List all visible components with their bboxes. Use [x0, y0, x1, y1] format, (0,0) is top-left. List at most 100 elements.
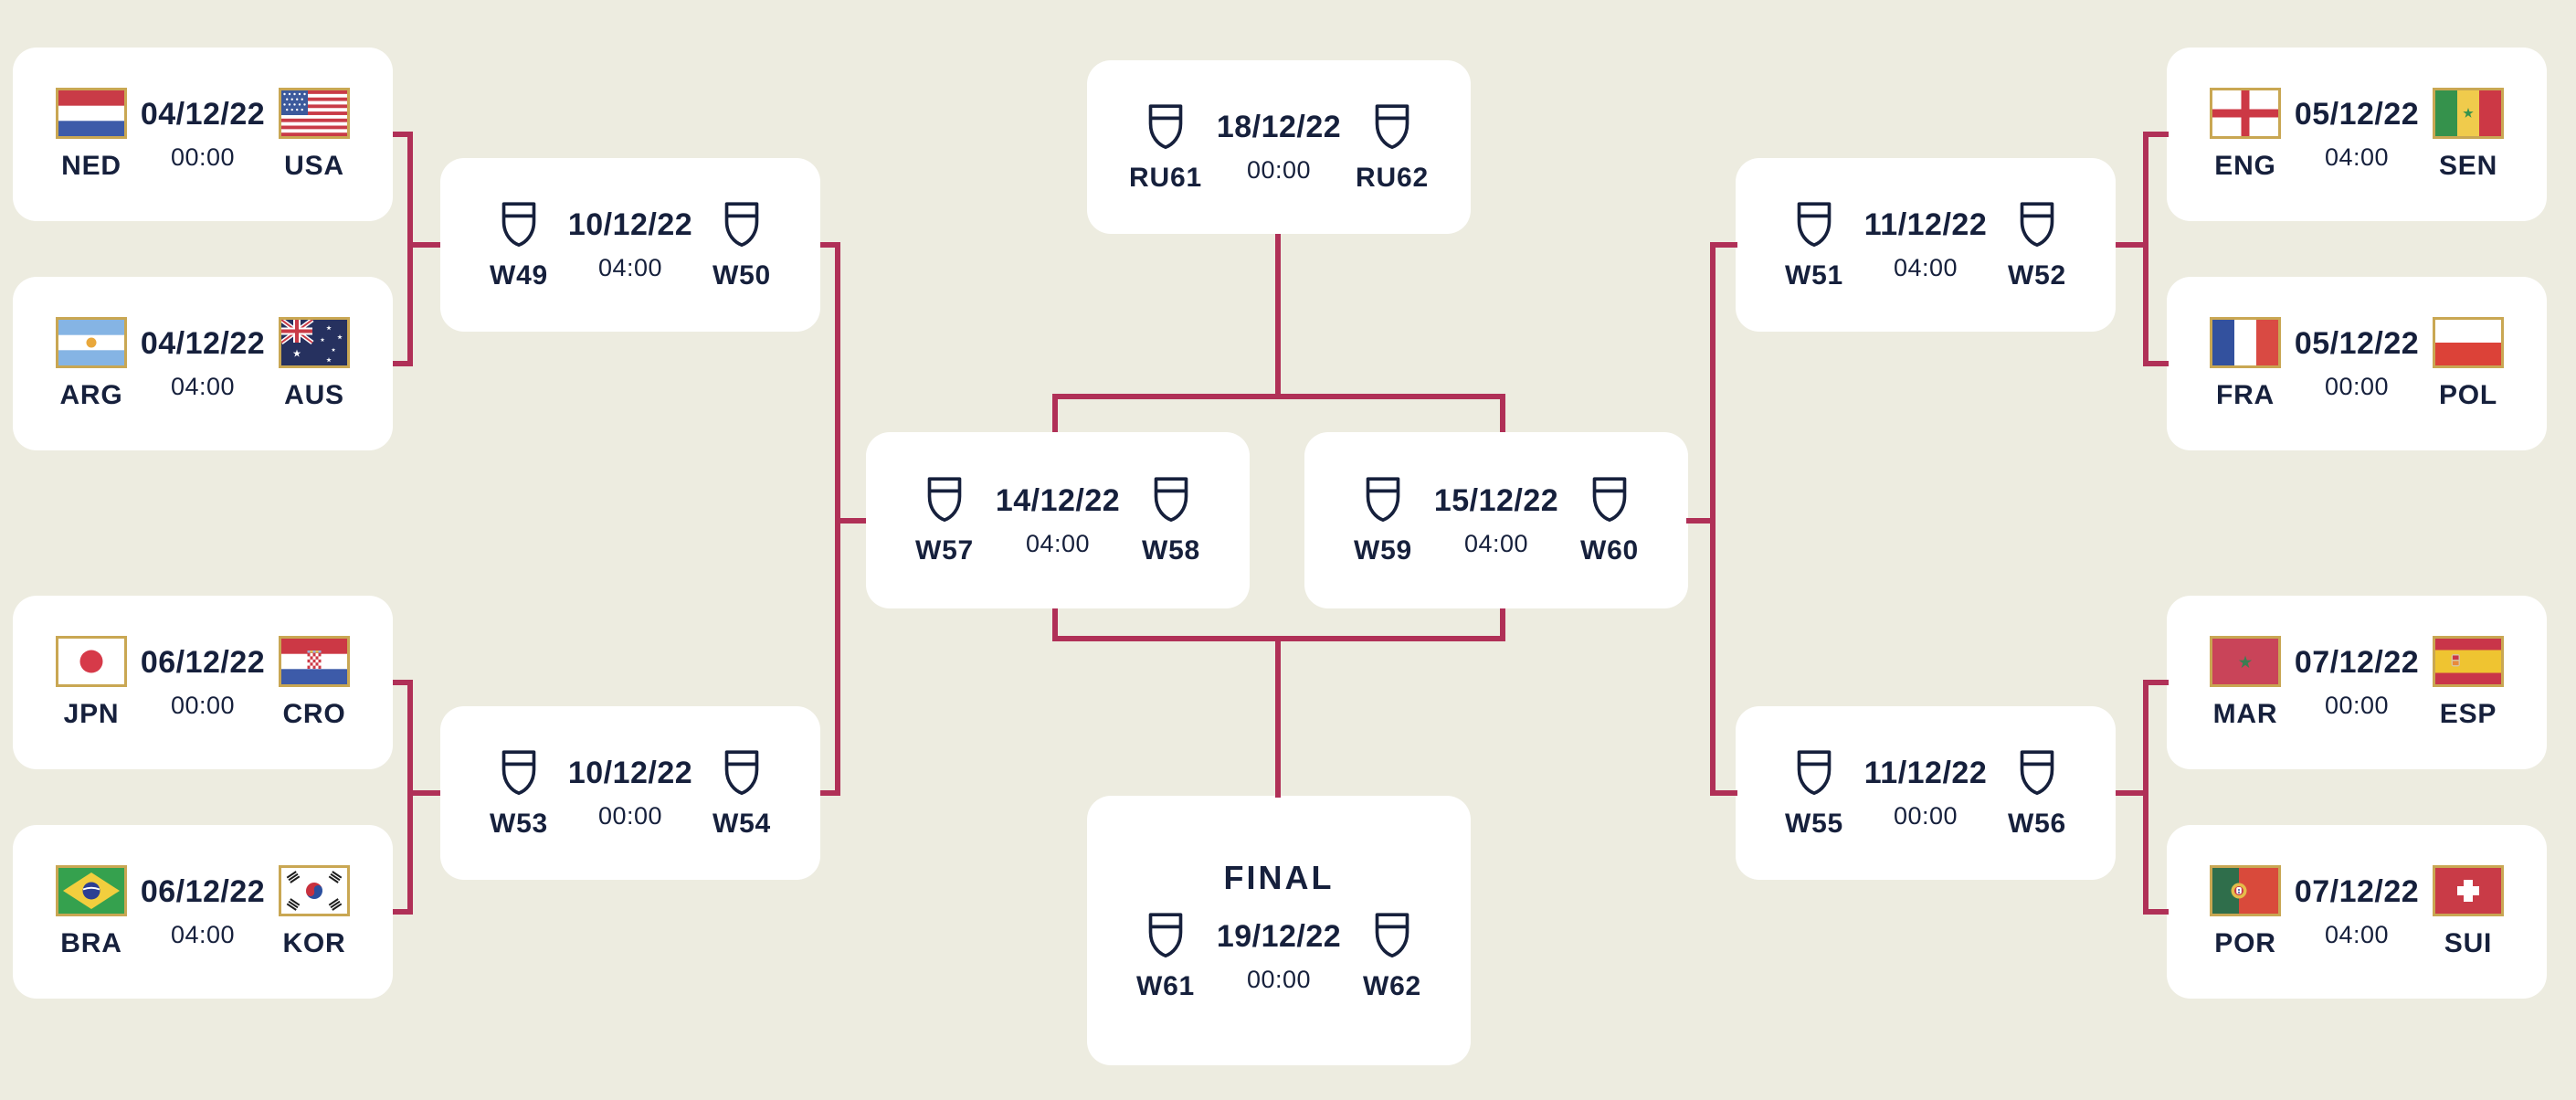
team-code: KOR: [282, 927, 346, 958]
connector-line: [393, 680, 413, 685]
shield-icon: [721, 747, 763, 797]
sen-flag-icon: [2433, 87, 2504, 139]
quarterfinal-card-w53-w54[interactable]: W53 10/12/22 00:00 W54: [440, 706, 820, 880]
match-date: 07/12/22: [2294, 874, 2420, 909]
connector-line: [1500, 394, 1505, 432]
match-time: 04:00: [1463, 529, 1529, 557]
connector-line: [2116, 790, 2148, 796]
match-date: 14/12/22: [995, 482, 1121, 518]
match-schedule: 07/12/22 00:00: [2293, 645, 2421, 720]
match-card-mar-esp[interactable]: MAR 07/12/22 00:00 ESP: [2167, 596, 2547, 769]
match-card-bra-kor[interactable]: BRA 06/12/22 04:00 KOR: [13, 825, 393, 999]
match-schedule: 18/12/22 00:00: [1213, 110, 1345, 185]
match-time: 00:00: [1893, 802, 1958, 830]
connector-line: [1716, 790, 1737, 796]
team-code: SUI: [2444, 927, 2493, 958]
team-code: RU61: [1129, 162, 1202, 193]
match-date: 05/12/22: [2294, 97, 2420, 132]
pol-flag-icon: [2433, 316, 2504, 368]
match-date: 06/12/22: [140, 645, 266, 680]
match-card-fra-pol[interactable]: FRA 05/12/22 00:00 POL: [2167, 277, 2547, 450]
shield-icon: [721, 199, 763, 249]
connector-line: [2116, 242, 2148, 248]
team-away: W50: [694, 199, 789, 291]
ned-flag-icon: [56, 87, 127, 139]
semifinal-card-w57-w58[interactable]: W57 14/12/22 04:00 W58: [866, 432, 1250, 608]
team-away: KOR: [267, 864, 362, 959]
team-away: W58: [1124, 474, 1219, 566]
connector-line: [2143, 680, 2148, 915]
match-time: 00:00: [2324, 373, 2390, 400]
semifinal-card-w59-w60[interactable]: W59 15/12/22 04:00 W60: [1304, 432, 1688, 608]
shield-icon: [1145, 101, 1187, 151]
match-schedule: 10/12/22 04:00: [566, 207, 694, 282]
team-home: BRA: [44, 864, 139, 959]
match-time: 00:00: [170, 692, 236, 719]
team-away: SEN: [2421, 87, 2516, 182]
team-away: W52: [1990, 199, 2085, 291]
match-card-por-sui[interactable]: POR 07/12/22 04:00 SUI: [2167, 825, 2547, 999]
team-away: RU62: [1345, 101, 1440, 194]
shield-icon: [1362, 474, 1404, 524]
match-card-eng-sen[interactable]: ENG 05/12/22 04:00 SEN: [2167, 48, 2547, 221]
match-card-ned-usa[interactable]: NED 04/12/22 00:00 USA: [13, 48, 393, 221]
team-code: ESP: [2439, 698, 2497, 729]
team-code: MAR: [2212, 698, 2278, 729]
match-time: 04:00: [2324, 143, 2390, 171]
team-home: W51: [1767, 199, 1862, 291]
team-home: JPN: [44, 635, 139, 730]
team-code: W56: [2007, 808, 2067, 839]
connector-line: [1052, 608, 1058, 641]
shield-icon: [1150, 474, 1192, 524]
quarterfinal-card-w51-w52[interactable]: W51 11/12/22 04:00 W52: [1736, 158, 2116, 332]
connector-line: [1275, 636, 1281, 798]
team-away: W60: [1562, 474, 1657, 566]
kor-flag-icon: [279, 864, 350, 916]
match-time: 00:00: [597, 802, 663, 830]
shield-icon: [1793, 199, 1835, 249]
shield-icon: [1589, 474, 1631, 524]
match-date: 11/12/22: [1863, 207, 1988, 242]
match-schedule: 04/12/22 00:00: [139, 97, 267, 172]
team-home: W59: [1336, 474, 1431, 566]
team-away: USA: [267, 87, 362, 182]
jpn-flag-icon: [56, 635, 127, 687]
match-date: 11/12/22: [1863, 756, 1988, 790]
quarterfinal-card-w55-w56[interactable]: W55 11/12/22 00:00 W56: [1736, 706, 2116, 880]
match-card-jpn-cro[interactable]: JPN 06/12/22 00:00 CRO: [13, 596, 393, 769]
connector-line: [407, 680, 413, 915]
match-time: 04:00: [2324, 921, 2390, 948]
match-time: 00:00: [170, 143, 236, 171]
match-date: 06/12/22: [140, 874, 266, 909]
quarterfinal-card-w49-w50[interactable]: W49 10/12/22 04:00 W50: [440, 158, 820, 332]
connector-line: [1052, 394, 1058, 432]
connector-line: [1052, 394, 1505, 399]
connector-line: [407, 242, 440, 248]
connector-line: [835, 518, 866, 524]
team-code: POR: [2214, 927, 2276, 958]
connector-line: [2148, 909, 2169, 915]
team-away: AUS: [267, 316, 362, 411]
match-card-arg-aus[interactable]: ARG 04/12/22 04:00 AUS: [13, 277, 393, 450]
connector-line: [2143, 132, 2148, 366]
team-code: JPN: [63, 698, 120, 729]
aus-flag-icon: [279, 316, 350, 368]
shield-icon: [924, 474, 966, 524]
team-code: ARG: [59, 379, 123, 410]
team-code: USA: [284, 150, 344, 181]
final-card-w61-w62[interactable]: FINAL W61 19/12/22 00:00 W62: [1087, 796, 1471, 1065]
team-away: POL: [2421, 316, 2516, 411]
team-home: W53: [471, 747, 566, 840]
team-home: W49: [471, 199, 566, 291]
team-code: RU62: [1356, 162, 1429, 193]
playoff-card-ru61-ru62[interactable]: RU61 18/12/22 00:00 RU62: [1087, 60, 1471, 234]
match-date: 07/12/22: [2294, 645, 2420, 680]
connector-line: [1716, 242, 1737, 248]
match-schedule: 19/12/22 00:00: [1213, 919, 1345, 994]
team-away: CRO: [267, 635, 362, 730]
match-time: 04:00: [1025, 529, 1091, 557]
team-code: W52: [2007, 259, 2067, 291]
match-time: 04:00: [1893, 254, 1958, 281]
team-code: W55: [1784, 808, 1844, 839]
